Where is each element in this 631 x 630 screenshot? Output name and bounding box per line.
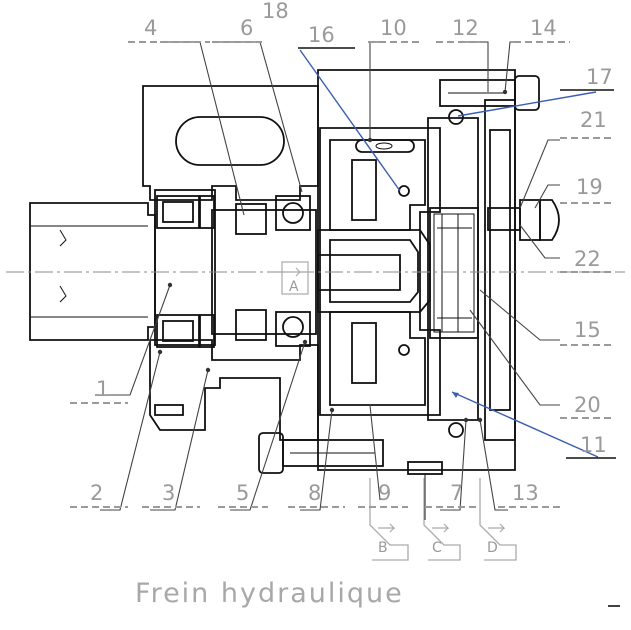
label-part-16: 16 (308, 23, 335, 47)
port-d-label: D (487, 540, 498, 556)
port-b-label: B (378, 540, 388, 556)
label-part-12: 12 (452, 16, 479, 40)
label-part-15: 15 (574, 318, 601, 342)
label-part-7: 7 (450, 481, 463, 505)
label-part-22: 22 (574, 247, 601, 271)
port-fittings (407, 461, 443, 520)
label-part-13: 13 (512, 481, 539, 505)
blue-leaders (299, 49, 599, 458)
label-underlines (70, 41, 620, 607)
label-part-21: 21 (580, 108, 607, 132)
label-part-14: 14 (530, 16, 557, 40)
bolts (154, 75, 540, 474)
port-c-label: C (432, 540, 442, 556)
label-part-18: 18 (262, 0, 289, 23)
port-a-marker: A (281, 261, 309, 295)
label-part-19: 19 (576, 175, 603, 199)
port-d-marker: D (479, 478, 517, 561)
port-b-marker: B (369, 478, 409, 561)
label-part-3: 3 (162, 481, 175, 505)
label-part-11: 11 (580, 433, 607, 457)
bearings (156, 195, 311, 348)
label-part-1: 1 (96, 377, 109, 401)
piston (329, 109, 464, 438)
label-part-5: 5 (236, 481, 249, 505)
output-hub (317, 229, 431, 313)
port-a-label: A (289, 279, 299, 295)
label-part-10: 10 (380, 16, 407, 40)
part-labels: 1 2 3 4 5 6 7 8 9 10 11 12 13 14 15 16 1… (90, 0, 613, 505)
label-part-6: 6 (240, 16, 253, 40)
housing-slot (175, 116, 285, 166)
label-part-9: 9 (378, 481, 391, 505)
bleed-fitting (487, 199, 560, 241)
label-part-4: 4 (144, 16, 157, 40)
port-c-marker: C (423, 478, 461, 561)
label-part-2: 2 (90, 481, 103, 505)
disc-pack (429, 207, 479, 339)
housing-left (142, 85, 319, 441)
label-part-17: 17 (586, 65, 613, 89)
housing-right (317, 69, 516, 471)
drawing-caption: Frein hydraulique (135, 578, 404, 609)
label-part-8: 8 (308, 481, 321, 505)
label-part-20: 20 (574, 393, 601, 417)
